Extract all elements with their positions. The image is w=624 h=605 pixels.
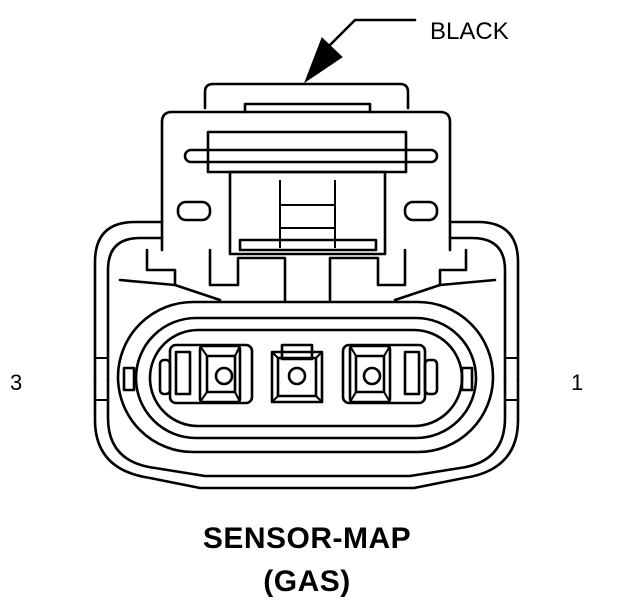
connector-subtitle: (GAS) (263, 565, 351, 598)
terminal-cavities (158, 343, 439, 405)
leader-arrow (303, 18, 417, 84)
cavity-3 (168, 343, 254, 405)
connector-title: SENSOR-MAP (202, 522, 412, 555)
cavity-2 (270, 343, 324, 404)
housing-body (93, 110, 520, 382)
wire-color-label: BLACK (430, 18, 509, 45)
pin-number-left: 3 (10, 370, 23, 395)
pin-number-right: 1 (571, 370, 584, 395)
lock-rails (118, 130, 497, 302)
mating-face (116, 300, 495, 454)
latch-tab (203, 82, 410, 114)
outer-shell (93, 357, 520, 490)
cavity-1 (341, 343, 427, 405)
